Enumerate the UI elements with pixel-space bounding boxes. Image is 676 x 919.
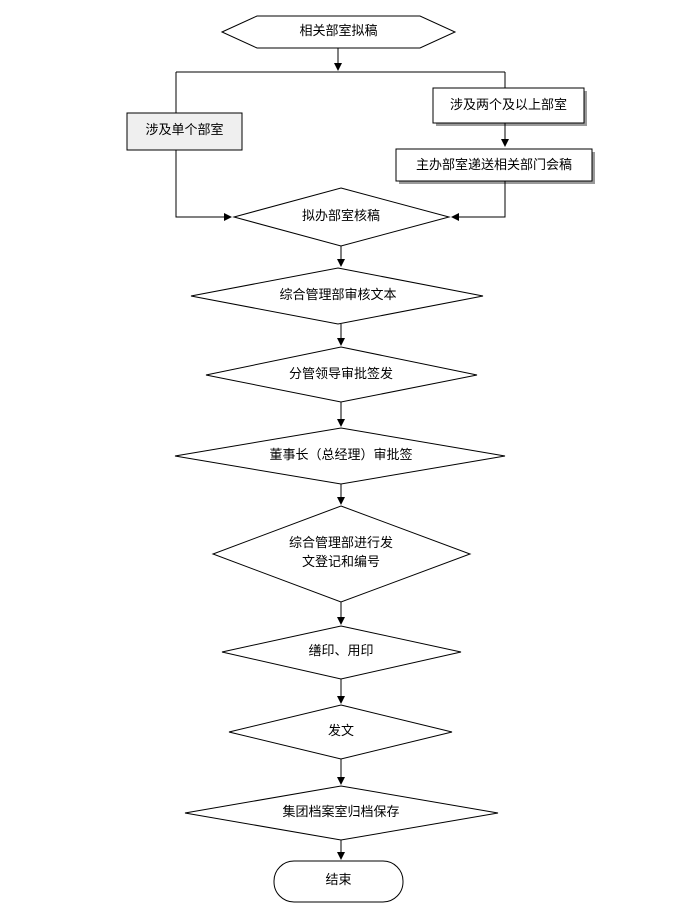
dispatch-label: 发文 — [327, 724, 354, 739]
connector-single-to-check — [175, 150, 232, 221]
start-label: 相关部室拟稿 — [299, 24, 378, 39]
register-label-line2: 文登记和编号 — [301, 555, 380, 570]
end-label: 结束 — [325, 873, 352, 888]
leader-sign-label: 分管领导审批签发 — [288, 367, 393, 382]
single-dept-box — [126, 112, 243, 151]
single-dept-label: 涉及单个部室 — [145, 123, 224, 138]
connector-cosign-to-check — [451, 181, 506, 221]
admin-review-label: 综合管理部审核文本 — [279, 288, 397, 303]
cosign-label: 主办部室递送相关部门会稿 — [415, 158, 572, 173]
check-label: 拟办部室核稿 — [301, 209, 380, 224]
multi-dept-box — [432, 87, 585, 124]
cosign-box — [395, 148, 593, 182]
seal-label: 缮印、用印 — [308, 644, 374, 659]
start-hexagon — [220, 15, 457, 49]
admin-review-diamond — [190, 267, 484, 325]
end-terminator — [273, 860, 404, 903]
register-label-line1: 综合管理部进行发 — [288, 536, 393, 551]
chairman-sign-label: 董事长（总经理）审批签 — [269, 448, 413, 463]
archive-label: 集团档案室归档保存 — [282, 805, 400, 820]
multi-dept-label: 涉及两个及以上部室 — [449, 98, 567, 113]
